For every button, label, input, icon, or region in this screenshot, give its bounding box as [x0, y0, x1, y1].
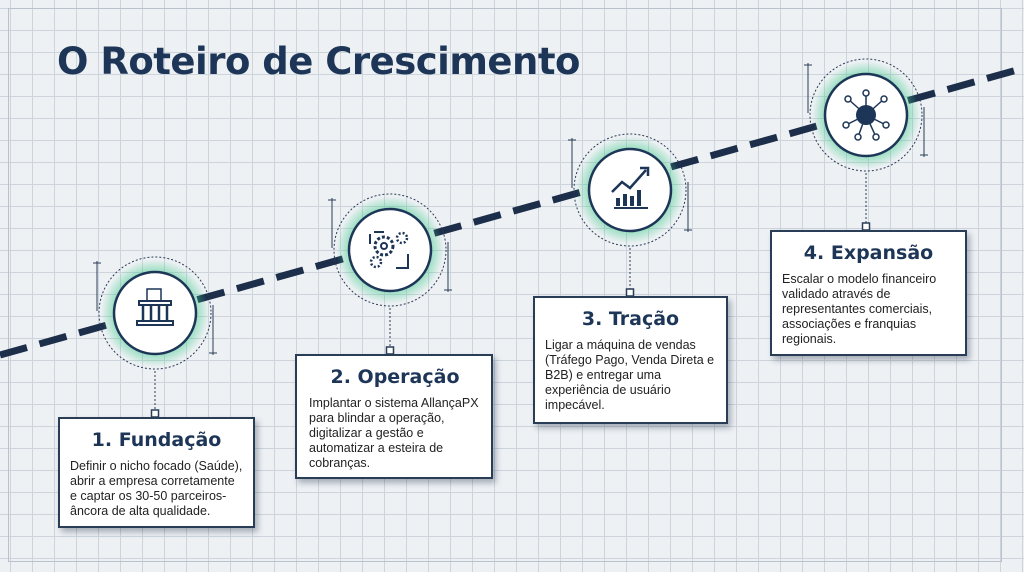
- step-title: 1. Fundação: [91, 429, 222, 451]
- step-box-4: 4. Expansão Escalar o modelo financeiro …: [770, 230, 967, 356]
- milestone-node-1: [93, 256, 217, 418]
- milestone-node-4: [804, 58, 928, 231]
- dashed-orbit: [333, 193, 447, 307]
- gears-cycle-icon: [369, 231, 409, 269]
- milestone-node-2: [328, 193, 452, 355]
- measure-mark: [93, 261, 217, 355]
- growth-chart-icon: [611, 166, 650, 209]
- step-description: Escalar o modelo financeiro validado atr…: [782, 272, 937, 346]
- step-title: 2. Operação: [330, 366, 460, 388]
- dashed-orbit: [809, 58, 923, 172]
- dashed-orbit: [573, 133, 687, 247]
- global-network-icon: [842, 89, 890, 141]
- connector-anchor: [861, 222, 871, 231]
- step-box-1: 1. Fundação Definir o nicho focado (Saúd…: [58, 417, 255, 528]
- connector-anchor: [150, 409, 160, 418]
- step-description: Definir o nicho focado (Saúde), abrir a …: [70, 459, 243, 518]
- dashed-orbit: [98, 256, 212, 370]
- measure-mark: [804, 63, 928, 157]
- step-description: Implantar o sistema AllançaPX para blind…: [309, 396, 479, 470]
- step-box-3: 3. Tração Ligar a máquina de vendas (Trá…: [533, 296, 728, 424]
- page-title: O Roteiro de Crescimento: [57, 40, 580, 83]
- milestone-node-3: [568, 133, 692, 297]
- page-frame: [8, 8, 1002, 562]
- step-title: 4. Expansão: [803, 242, 934, 264]
- measure-mark: [328, 198, 452, 292]
- step-box-2: 2. Operação Implantar o sistema AllançaP…: [295, 354, 493, 479]
- step-description: Ligar a máquina de vendas (Tráfego Pago,…: [545, 338, 715, 412]
- icon-circle: [347, 207, 433, 293]
- connector-anchor: [385, 346, 395, 355]
- measure-mark: [568, 138, 692, 232]
- bank-building-icon: [136, 288, 174, 326]
- connector-anchor: [625, 288, 635, 297]
- icon-circle: [112, 270, 198, 356]
- step-title: 3. Tração: [581, 308, 680, 330]
- icon-circle: [587, 147, 673, 233]
